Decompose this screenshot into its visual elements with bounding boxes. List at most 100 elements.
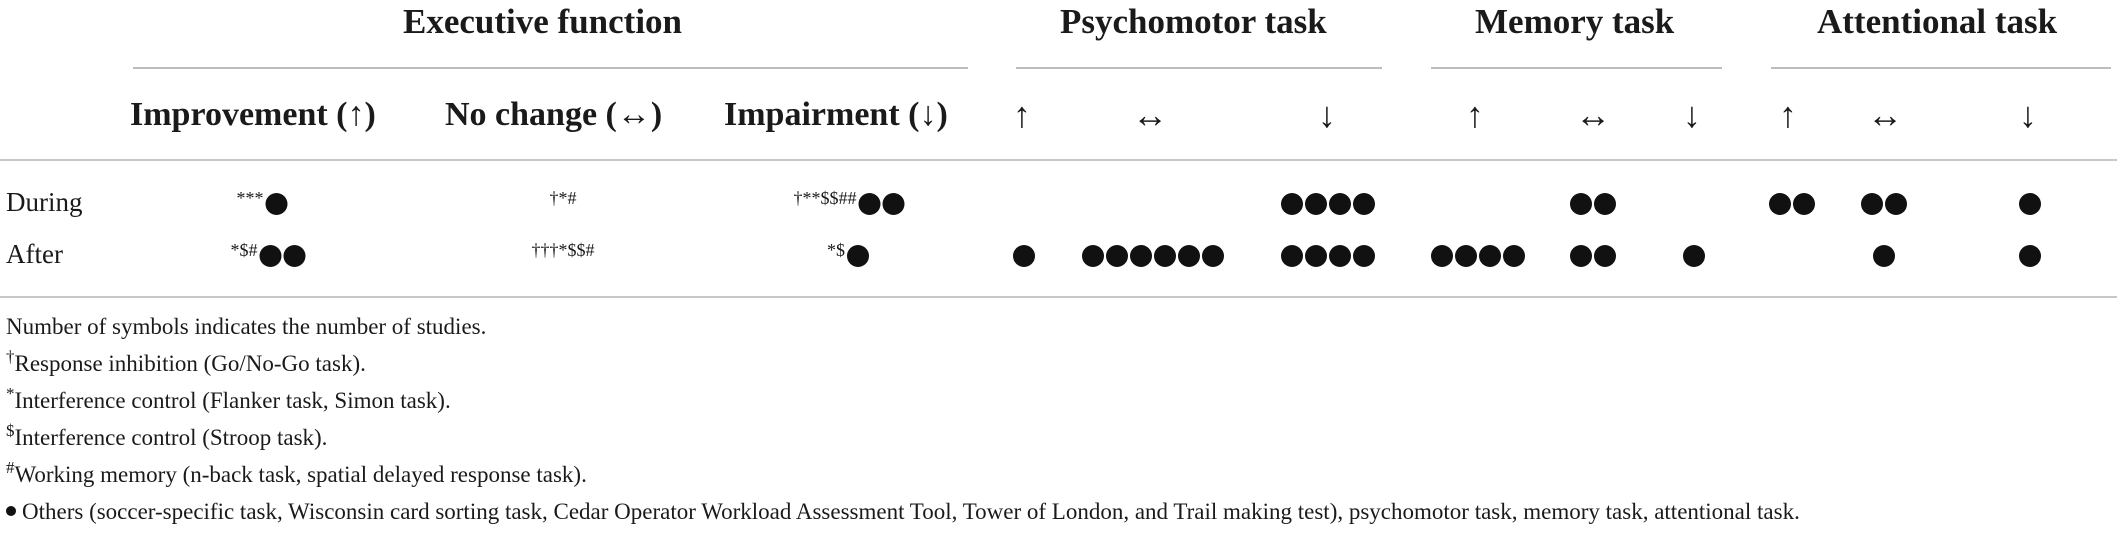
study-dot bbox=[1769, 193, 1791, 215]
note-text: Interference control (Stroop task). bbox=[14, 425, 328, 450]
study-dots bbox=[1871, 240, 1895, 270]
study-dot bbox=[2019, 193, 2041, 215]
rule-attentional-task bbox=[1771, 67, 2111, 69]
study-dot bbox=[1329, 245, 1351, 267]
study-dot bbox=[265, 193, 288, 215]
study-dots bbox=[1279, 240, 1375, 270]
cell-after-attentional-none bbox=[1871, 240, 1895, 271]
memory-none-arrow-icon: ↔ bbox=[1575, 95, 1611, 135]
row-label-after: After bbox=[6, 239, 63, 269]
rule-executive-function bbox=[133, 67, 968, 69]
subhead-improvement: Improvement (↑) bbox=[130, 96, 376, 133]
study-dots bbox=[1859, 188, 1907, 218]
study-dot bbox=[1202, 245, 1224, 267]
note-others: Others (soccer-specific task, Wisconsin … bbox=[6, 499, 1800, 525]
study-dot bbox=[1329, 193, 1351, 215]
row-label-during: During bbox=[6, 187, 83, 217]
study-dots bbox=[1279, 188, 1375, 218]
cell-during-attentional-none bbox=[1859, 188, 1907, 219]
study-dots bbox=[1080, 240, 1224, 270]
note-interference-flanker: *Interference control (Flanker task, Sim… bbox=[6, 385, 451, 414]
note-working-memory: #Working memory (n-back task, spatial de… bbox=[6, 459, 587, 488]
rule-psychomotor-task bbox=[1016, 67, 1382, 69]
study-dots bbox=[2017, 188, 2041, 218]
footnote-marks: †*# bbox=[549, 188, 577, 208]
bullet-dot-icon bbox=[6, 506, 16, 516]
study-dots bbox=[264, 188, 288, 218]
cell-after-exec-improvement: *$# bbox=[231, 240, 306, 271]
study-dot bbox=[1861, 193, 1883, 215]
study-dots bbox=[2017, 240, 2041, 270]
cell-during-attentional-up bbox=[1767, 188, 1815, 219]
note-text: Response inhibition (Go/No-Go task). bbox=[14, 351, 366, 376]
study-dot bbox=[2019, 245, 2041, 267]
cell-after-memory-up bbox=[1429, 240, 1525, 271]
study-dot bbox=[1353, 245, 1375, 267]
cell-after-psychomotor-none bbox=[1080, 240, 1224, 271]
study-dots bbox=[857, 188, 905, 218]
dagger-mark: † bbox=[6, 347, 15, 366]
study-dot bbox=[1793, 193, 1815, 215]
study-dot bbox=[1455, 245, 1477, 267]
cell-during-attentional-down bbox=[2017, 188, 2041, 219]
footnote-marks: *** bbox=[236, 188, 264, 208]
study-dot bbox=[1106, 245, 1128, 267]
heading-psychomotor-task: Psychomotor task bbox=[1060, 2, 1327, 41]
memory-up-arrow-icon: ↑ bbox=[1466, 95, 1484, 135]
cell-after-memory-none bbox=[1568, 240, 1616, 271]
note-text: Working memory (n-back task, spatial del… bbox=[14, 462, 587, 487]
heading-memory-task: Memory task bbox=[1475, 2, 1675, 41]
subhead-impairment: Impairment (↓) bbox=[724, 96, 948, 133]
note-text: Interference control (Flanker task, Simo… bbox=[14, 388, 451, 413]
note-text: Others (soccer-specific task, Wisconsin … bbox=[22, 499, 1800, 524]
psychomotor-up-arrow-icon: ↑ bbox=[1013, 95, 1031, 135]
cell-during-exec-impairment: †**$$## bbox=[794, 188, 905, 219]
table-bottom-rule bbox=[0, 296, 2117, 298]
cell-during-exec-no-change: †*# bbox=[550, 188, 577, 219]
footnote-marks: *$# bbox=[230, 240, 258, 260]
footnote-marks: *$ bbox=[827, 240, 845, 260]
psychomotor-down-arrow-icon: ↓ bbox=[1318, 95, 1336, 135]
attentional-none-arrow-icon: ↔ bbox=[1867, 95, 1903, 135]
study-dot bbox=[1281, 193, 1303, 215]
study-dot bbox=[1082, 245, 1104, 267]
cell-during-psychomotor-down bbox=[1279, 188, 1375, 219]
header-bottom-rule bbox=[0, 159, 2117, 161]
rule-memory-task bbox=[1431, 67, 1722, 69]
study-dot bbox=[1305, 245, 1327, 267]
study-dots bbox=[1011, 240, 1035, 270]
study-dot bbox=[259, 245, 282, 267]
study-dot bbox=[1503, 245, 1525, 267]
star-mark: * bbox=[6, 384, 15, 403]
hash-mark: # bbox=[6, 458, 15, 477]
study-dot bbox=[1683, 245, 1705, 267]
footnote-marks: †**$$## bbox=[793, 188, 857, 208]
study-dots bbox=[1767, 188, 1815, 218]
cell-after-exec-no-change: †††*$$# bbox=[532, 240, 595, 271]
study-dot bbox=[1013, 245, 1035, 267]
cell-after-exec-impairment: *$ bbox=[827, 240, 869, 271]
note-interference-stroop: $Interference control (Stroop task). bbox=[6, 422, 328, 451]
study-dot bbox=[1431, 245, 1453, 267]
study-dot bbox=[1178, 245, 1200, 267]
study-dot bbox=[882, 193, 905, 215]
psychomotor-none-arrow-icon: ↔ bbox=[1132, 95, 1168, 135]
study-dot bbox=[283, 245, 306, 267]
study-dots bbox=[1568, 240, 1616, 270]
study-dot bbox=[1594, 193, 1616, 215]
attentional-down-arrow-icon: ↓ bbox=[2019, 95, 2037, 135]
study-dot bbox=[1594, 245, 1616, 267]
heading-attentional-task: Attentional task bbox=[1817, 2, 2058, 41]
study-dot bbox=[1570, 193, 1592, 215]
cell-during-memory-none bbox=[1568, 188, 1616, 219]
study-dot bbox=[1353, 193, 1375, 215]
note-symbol-count: Number of symbols indicates the number o… bbox=[6, 314, 487, 339]
study-dots bbox=[1568, 188, 1616, 218]
dollar-mark: $ bbox=[6, 421, 15, 440]
study-dot bbox=[1305, 193, 1327, 215]
cell-after-attentional-down bbox=[2017, 240, 2041, 271]
study-dot bbox=[1154, 245, 1176, 267]
subhead-no-change: No change (↔) bbox=[445, 96, 663, 133]
study-dot bbox=[1873, 245, 1895, 267]
study-dot bbox=[1479, 245, 1501, 267]
